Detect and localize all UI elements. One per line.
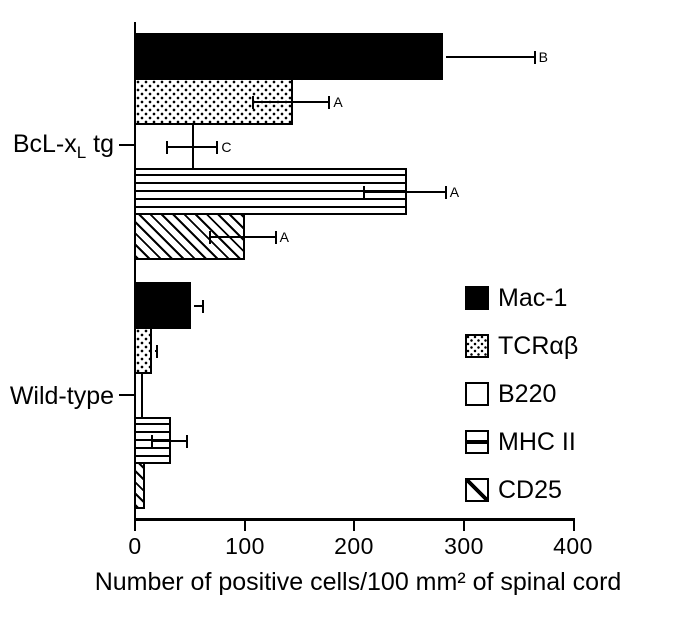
error-bar-line [364, 190, 446, 193]
group-label-subscript: L [76, 143, 87, 162]
group-label-text: Wild-type [9, 382, 114, 410]
significance-letter: B [538, 48, 548, 65]
x-tick-300 [463, 518, 465, 531]
legend-swatch-diagonal-lines [465, 478, 489, 502]
x-tick-label: 400 [553, 533, 593, 559]
bar-wt-hlines [134, 417, 172, 464]
error-bar-cap-left [165, 140, 168, 154]
error-bar-cap-left [208, 230, 211, 244]
error-bar-cap-left [363, 185, 366, 199]
error-bar-line [166, 145, 218, 148]
x-tick-0 [134, 518, 136, 531]
x-tick-label: 100 [225, 533, 265, 559]
significance-letter: A [449, 183, 460, 200]
group-label-text: tg [86, 130, 114, 158]
error-bar-cap-right [274, 230, 277, 244]
error-bar-cap-left [150, 434, 153, 448]
x-tick-200 [353, 518, 355, 531]
error-bar-cap-right [185, 434, 188, 448]
error-bar-cap-right [202, 299, 205, 313]
legend-label: Mac-1 [498, 283, 568, 312]
error-bar-line [193, 304, 204, 307]
legend: Mac-1 TCRαβ B220 MHC II CD25 [465, 283, 579, 504]
legend-swatch-solid-black [465, 286, 489, 310]
bar-wt-plain [134, 372, 143, 419]
significance-letter: C [221, 138, 232, 155]
x-tick-label: 0 [128, 533, 142, 559]
error-bar-line [151, 439, 187, 442]
error-bar-cap-right [444, 185, 447, 199]
legend-item-b220: B220 [465, 379, 578, 408]
error-bar-cap-right [156, 344, 159, 358]
y-axis-line [134, 22, 136, 521]
legend-label: TCRαβ [498, 331, 579, 360]
x-axis-title: Number of positive cells/100 mm² of spin… [94, 568, 622, 596]
legend-swatch-white [465, 382, 489, 406]
group-label-text: BcL-x [12, 130, 77, 158]
error-bar-line [446, 55, 535, 58]
legend-swatch-horizontal-lines [465, 430, 489, 454]
legend-item-mhcii: MHC II [465, 427, 578, 456]
group-label-bcl-xl-tg: BcL-xL tg [0, 130, 114, 163]
bar-bcl-hlines [134, 168, 408, 215]
legend-label: MHC II [498, 427, 576, 456]
bar-bcl-diag [134, 213, 245, 260]
group-label-wild-type: Wild-type [0, 382, 114, 411]
bar-bcl-solid [134, 33, 444, 80]
error-bar-line [252, 100, 330, 103]
significance-letter: A [279, 228, 289, 245]
error-bar-cap-right [533, 50, 536, 64]
bar-wt-diag [134, 462, 145, 509]
bar-wt-solid [134, 282, 191, 329]
error-bar-line [209, 235, 276, 238]
group-tick-bcl [119, 144, 135, 146]
error-bar-cap-right [216, 140, 219, 154]
legend-label: B220 [498, 379, 557, 408]
bar-wt-dots [134, 327, 153, 374]
error-bar-cap-right [328, 95, 331, 109]
x-tick-100 [244, 518, 246, 531]
legend-label: CD25 [498, 475, 562, 504]
bar-bcl-dots [134, 78, 293, 125]
x-tick-label: 300 [444, 533, 484, 559]
significance-letter: A [333, 93, 343, 110]
legend-item-cd25: CD25 [465, 475, 578, 504]
legend-item-mac1: Mac-1 [465, 283, 578, 312]
legend-item-tcrab: TCRαβ [465, 331, 579, 360]
x-tick-400 [573, 518, 575, 531]
x-tick-label: 200 [334, 533, 374, 559]
legend-swatch-dotted [465, 334, 489, 358]
error-bar-cap-left [251, 95, 254, 109]
group-tick-wildtype [119, 394, 135, 396]
